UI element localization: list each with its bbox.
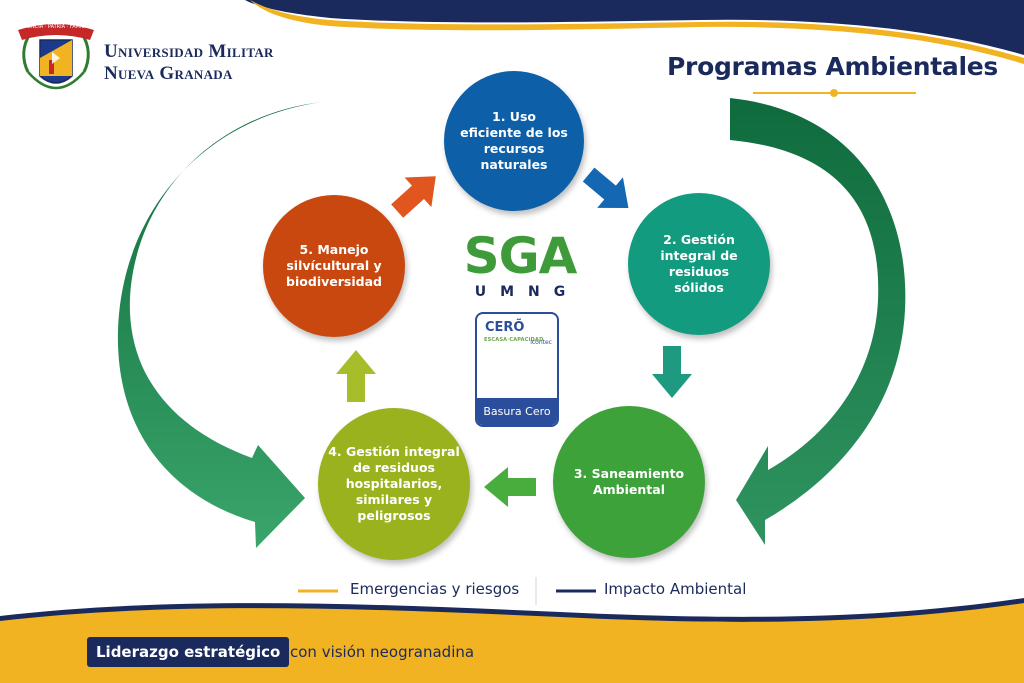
program-circle-5: 5. Manejo silvícultural y biodiversidad: [263, 195, 405, 337]
big-arrow-right: [730, 98, 906, 545]
top-wave: [245, 0, 1024, 55]
badge-icontec-text: icontec: [530, 339, 552, 346]
program-label-2: 2. Gestión integral de residuos sólidos: [660, 232, 738, 295]
legend-impacto: Impacto Ambiental: [604, 580, 747, 598]
program-label-5: 5. Manejo silvícultural y biodiversidad: [286, 242, 382, 289]
crest-motto: CIENCIA · PATRIA · FAMILIA: [22, 24, 90, 30]
badge-cero-text: CERÕ: [485, 320, 525, 335]
badge-cero-subtext: ESCASA·CAPACIDAD: [484, 337, 544, 343]
title-underline-dot: [830, 89, 838, 97]
bottom-wave-navy: [0, 598, 1024, 622]
big-arrow-left: [117, 102, 322, 548]
small-arrow-3-to-4: [484, 467, 536, 507]
university-name-line1: Universidad Militar: [104, 41, 274, 62]
program-label-3: 3. Saneamiento Ambiental: [573, 466, 685, 497]
program-circle-1: 1. Uso eficiente de los recursos natural…: [444, 71, 584, 211]
legend-emergencias: Emergencias y riesgos: [350, 580, 520, 598]
crest-logo: [18, 24, 94, 90]
top-wave-gold: [250, 0, 1024, 64]
slogan-rest: con visión neogranadina: [290, 643, 475, 661]
small-arrow-5-to-1: [391, 176, 436, 218]
program-label-4: 4. Gestión integral de residuos hospital…: [328, 444, 460, 523]
program-circle-4: 4. Gestión integral de residuos hospital…: [318, 408, 470, 560]
badge-label: Basura Cero: [477, 398, 557, 425]
slogan-bold: Liderazgo estratégico: [87, 637, 290, 667]
umng-logo-text: UMNG: [474, 284, 580, 300]
small-arrow-2-to-3: [652, 346, 692, 398]
program-label-1: 1. Uso eficiente de los recursos natural…: [460, 109, 568, 172]
basura-cero-badge: CERÕ ESCASA·CAPACIDAD icontec Basura Cer…: [475, 312, 559, 427]
sga-logo-text: SGA: [463, 227, 578, 285]
program-circle-2: 2. Gestión integral de residuos sólidos: [628, 193, 770, 335]
small-arrow-1-to-2: [582, 167, 629, 208]
program-circle-3: 3. Saneamiento Ambiental: [553, 406, 705, 558]
page-title: Programas Ambientales: [667, 52, 998, 81]
university-name-line2: Nueva Granada: [104, 63, 233, 84]
small-arrow-4-to-5: [336, 350, 376, 402]
